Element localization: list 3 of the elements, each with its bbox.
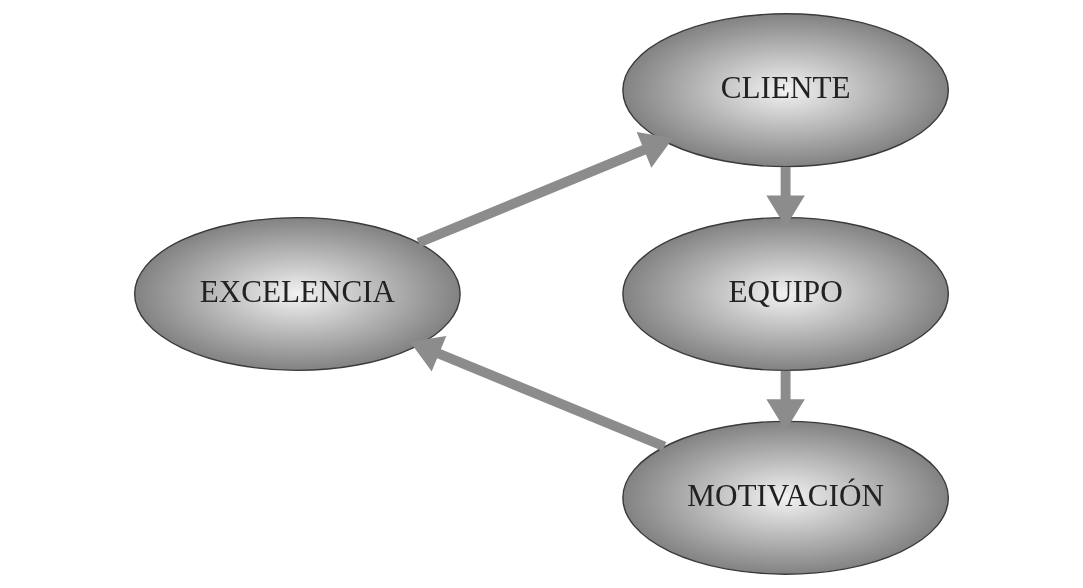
node-ellipse: EQUIPO [622,216,950,372]
node-ellipse: MOTIVACIÓN [622,420,950,575]
arrow [409,335,667,452]
